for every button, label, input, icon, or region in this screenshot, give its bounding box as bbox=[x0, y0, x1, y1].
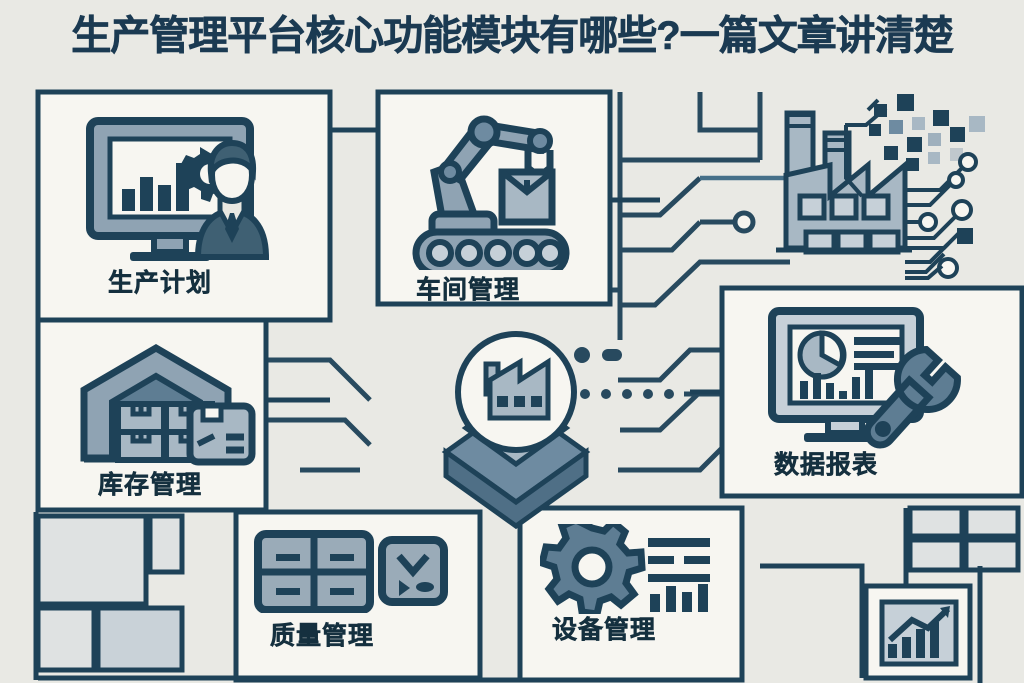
digital-pixel-cluster-icon bbox=[844, 94, 985, 280]
module-data-report[interactable]: 数据报表 bbox=[766, 305, 976, 479]
abstract-blocks-bottom-left bbox=[33, 512, 480, 681]
module-quality[interactable]: 质量管理 bbox=[252, 528, 452, 650]
module-equipment[interactable]: 设备管理 bbox=[540, 524, 730, 644]
module-label-equipment: 设备管理 bbox=[552, 616, 657, 645]
grid-checkbox-icon bbox=[254, 530, 448, 613]
module-label-data-report: 数据报表 bbox=[774, 451, 879, 480]
frame-connectors bbox=[236, 127, 745, 683]
module-label-workshop: 车间管理 bbox=[416, 276, 521, 305]
module-label-production-plan: 生产计划 bbox=[108, 269, 213, 298]
gear-barchart-icon bbox=[540, 524, 710, 614]
module-inventory[interactable]: 库存管理 bbox=[78, 340, 268, 499]
robot-arm-conveyor-icon bbox=[412, 115, 570, 270]
module-label-inventory: 库存管理 bbox=[98, 471, 203, 500]
factory-platform-hub-icon bbox=[441, 331, 591, 530]
module-label-quality: 质量管理 bbox=[270, 622, 375, 651]
page-title: 生产管理平台核心功能模块有哪些?一篇文章讲清楚 bbox=[71, 14, 954, 59]
trend-chart-icon bbox=[879, 599, 959, 667]
warehouse-boxes-icon bbox=[80, 343, 256, 466]
monitor-pie-bar-wrench-icon bbox=[768, 307, 961, 449]
monitor-chart-gear-person-icon bbox=[86, 117, 270, 261]
module-production-plan[interactable]: 生产计划 bbox=[82, 115, 312, 297]
factory-smokestacks-icon bbox=[776, 110, 912, 255]
module-workshop[interactable]: 车间管理 bbox=[398, 110, 598, 304]
circuit-traces-decoration bbox=[262, 92, 790, 560]
